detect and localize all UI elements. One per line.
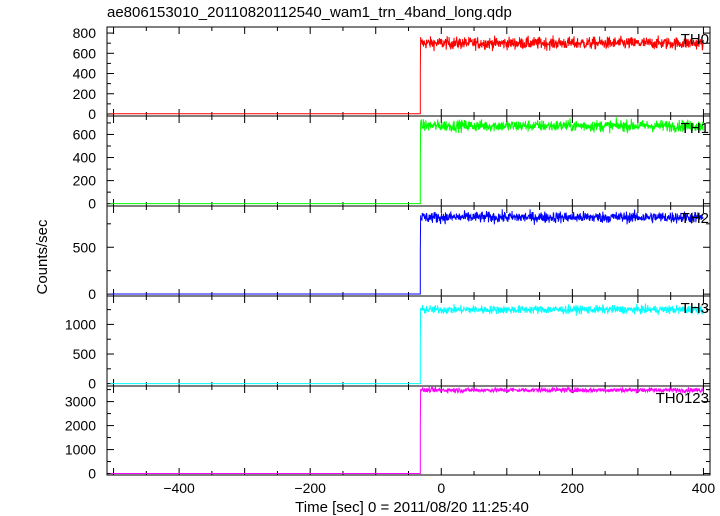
- panel-name-label: TH0123: [656, 390, 709, 407]
- y-axis-label: Counts/sec: [34, 219, 51, 295]
- chart-title: ae806153010_20110820112540_wam1_trn_4ban…: [107, 4, 512, 21]
- series-line-th1: [110, 117, 704, 205]
- y-tick-label: 0: [88, 286, 96, 302]
- panel-th2: 0 500 TH2: [73, 205, 711, 302]
- series-line-th3: [110, 303, 704, 385]
- series-line-th0123: [110, 386, 704, 474]
- panel-name-label: TH0: [681, 31, 709, 48]
- y-tick-label: 200: [73, 173, 97, 189]
- y-tick-label: 200: [73, 86, 97, 102]
- y-tick-label: 500: [73, 346, 97, 362]
- panel-th0123: 0 1000 2000 3000 TH0123: [65, 385, 711, 482]
- y-tick-label: 600: [73, 45, 97, 61]
- x-tick-label: −200: [294, 480, 326, 496]
- series-line-th0: [110, 35, 704, 115]
- y-tick-label: 0: [88, 376, 96, 392]
- y-tick-label: 1000: [65, 316, 96, 332]
- panel-frame: [106, 385, 711, 476]
- panel-th1: 0 200 400 600 TH1: [73, 115, 711, 212]
- x-tick-label: 200: [561, 480, 585, 496]
- y-tick-label: 800: [73, 25, 97, 41]
- panel-frame: [106, 115, 711, 207]
- y-tick-label: 0: [88, 466, 96, 482]
- panel-th3: 0 500 1000 TH3: [65, 295, 711, 392]
- panel-name-label: TH2: [681, 210, 709, 227]
- x-tick-label: 400: [692, 480, 716, 496]
- panel-name-label: TH3: [681, 300, 709, 317]
- y-tick-label: 400: [73, 150, 97, 166]
- y-tick-label: 600: [73, 126, 97, 142]
- x-axis-label: Time [sec] 0 = 2011/08/20 11:25:40: [295, 499, 529, 516]
- y-tick-label: 400: [73, 66, 97, 82]
- y-tick-label: 0: [88, 196, 96, 212]
- y-tick-label: 0: [88, 106, 96, 122]
- panel-name-label: TH1: [681, 120, 709, 137]
- series-line-th2: [110, 209, 704, 295]
- y-tick-label: 3000: [65, 394, 96, 410]
- y-tick-label: 2000: [65, 418, 96, 434]
- x-tick-label: 0: [437, 480, 445, 496]
- x-tick-label: −400: [163, 480, 195, 496]
- panel-th0: 0 200 400 600 800 TH0: [73, 25, 711, 122]
- x-ticks: −400 −200 0 200 400: [163, 480, 715, 496]
- y-tick-label: 1000: [65, 442, 96, 458]
- y-tick-label: 500: [73, 239, 97, 255]
